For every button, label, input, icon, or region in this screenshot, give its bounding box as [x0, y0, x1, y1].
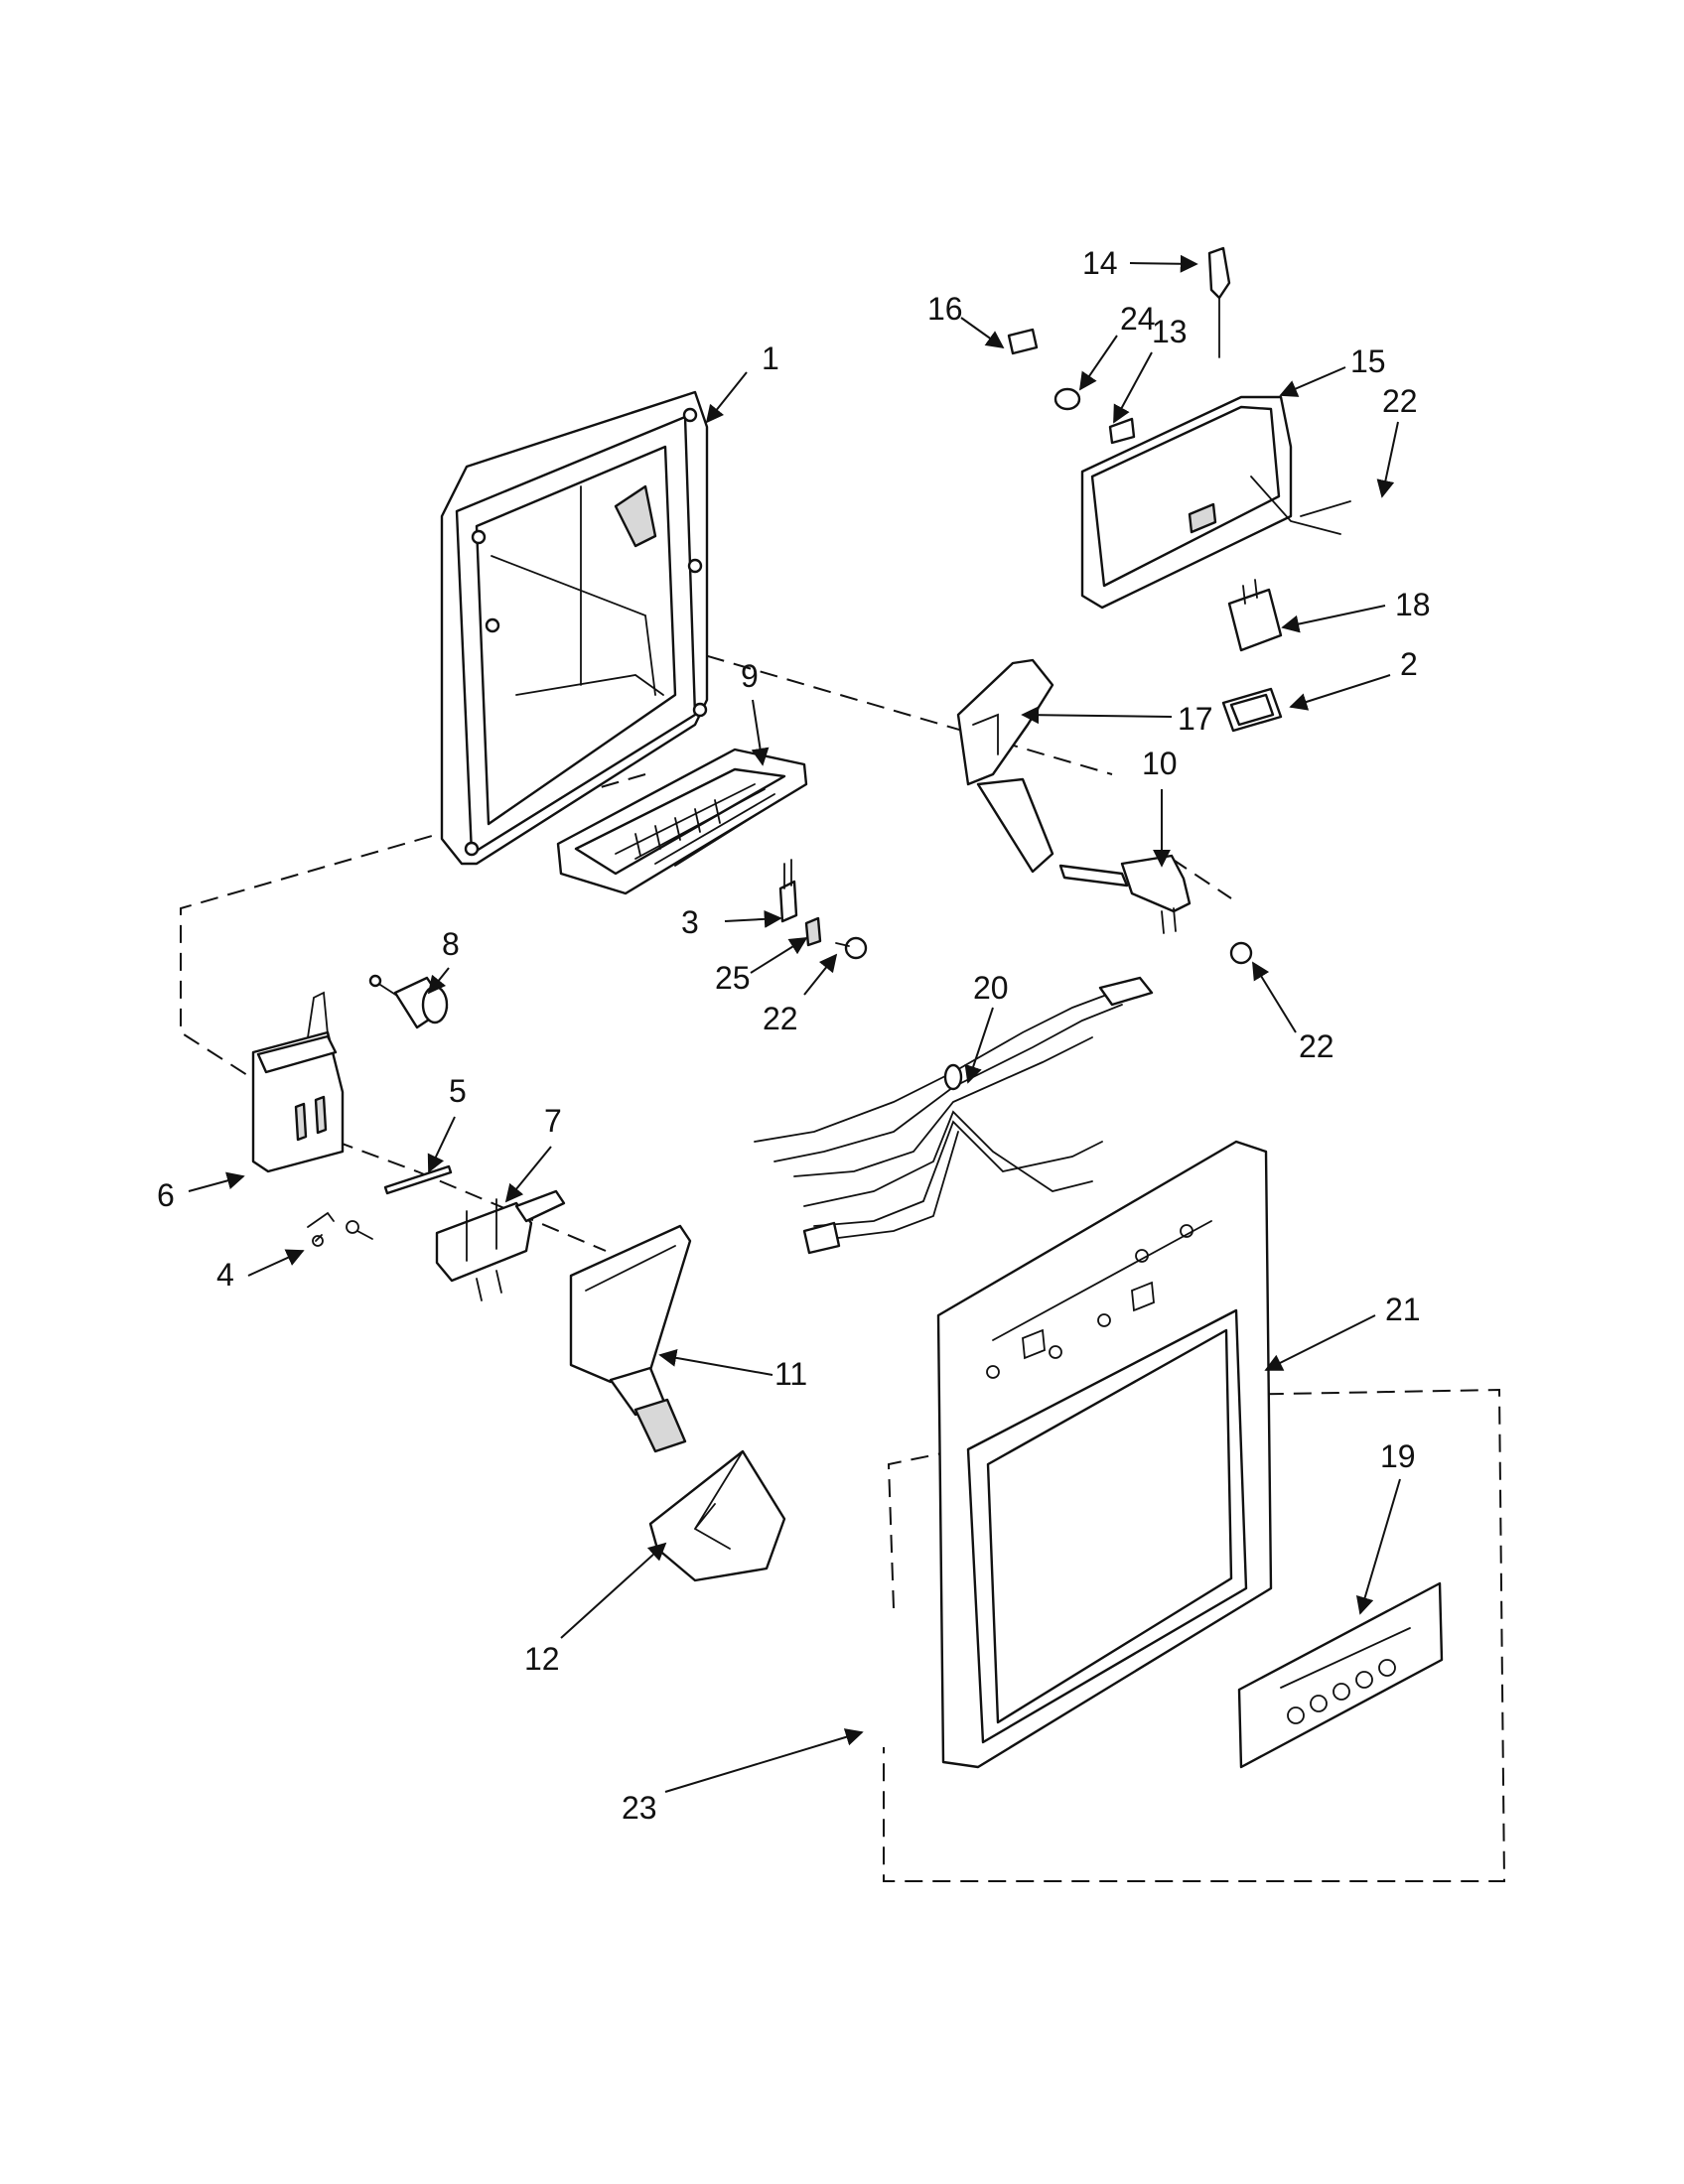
leader-arrows — [188, 254, 1401, 1793]
shaft-rod — [383, 1164, 453, 1195]
callout-labels: 1 2 3 4 5 6 7 8 9 10 11 12 13 14 15 16 1… — [157, 245, 1431, 1826]
solenoid — [251, 991, 345, 1173]
control-housing — [1007, 246, 1351, 610]
callout-9: 9 — [741, 658, 759, 694]
dispenser-lever — [956, 658, 1054, 874]
chute-door — [569, 1224, 692, 1453]
callout-12: 12 — [524, 1641, 560, 1677]
callout-10: 10 — [1142, 746, 1178, 781]
callout-4: 4 — [216, 1257, 234, 1293]
callout-5: 5 — [449, 1073, 467, 1109]
springs — [307, 1211, 373, 1247]
callout-14: 14 — [1082, 245, 1118, 281]
callout-22-c: 22 — [763, 1001, 798, 1036]
drip-tray-grille — [556, 748, 808, 895]
dispenser-housing — [440, 390, 709, 866]
actuator-arm — [1058, 854, 1253, 965]
assembly-line-actuator — [1171, 858, 1232, 899]
callout-20: 20 — [973, 970, 1009, 1006]
callout-23: 23 — [622, 1790, 657, 1826]
callout-19: 19 — [1380, 1438, 1416, 1474]
wire-harness — [754, 976, 1154, 1255]
callout-13: 13 — [1152, 314, 1188, 349]
callout-18: 18 — [1395, 587, 1431, 622]
callout-2: 2 — [1400, 646, 1418, 682]
callout-21: 21 — [1385, 1292, 1421, 1327]
callout-3: 3 — [681, 904, 699, 940]
assembly-line-housing-to-solenoid — [180, 773, 646, 1083]
relay-switch — [1221, 579, 1283, 733]
callout-25: 25 — [715, 960, 751, 996]
callout-1: 1 — [762, 341, 779, 376]
callout-17: 17 — [1178, 701, 1213, 737]
ice-chute-funnel — [648, 1449, 786, 1582]
switch-assembly — [778, 859, 868, 960]
assembly-line-facade — [883, 1388, 1506, 1882]
callout-16: 16 — [927, 291, 963, 327]
callout-22-b: 22 — [1299, 1028, 1334, 1064]
callout-6: 6 — [157, 1177, 175, 1213]
callout-8: 8 — [442, 926, 460, 962]
callout-24: 24 — [1120, 301, 1156, 337]
control-overlay — [1237, 1581, 1444, 1769]
dispenser-facade — [936, 1140, 1273, 1769]
callout-15: 15 — [1350, 343, 1386, 379]
assembly-line-shaft — [309, 1131, 607, 1252]
callout-11: 11 — [774, 1356, 807, 1392]
door-mechanism — [435, 1189, 566, 1301]
callout-22-a: 22 — [1382, 383, 1418, 419]
callout-7: 7 — [544, 1103, 562, 1139]
